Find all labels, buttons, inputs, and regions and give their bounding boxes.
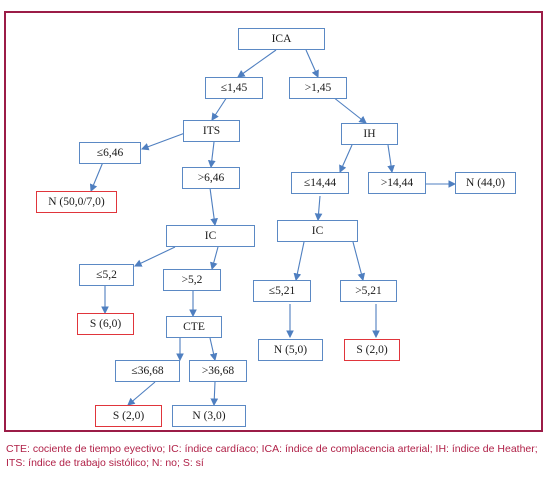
node-ih-gt-14-44: >14,44 <box>368 172 426 194</box>
edge-ic1-gt52 <box>210 246 219 271</box>
edge-gt3668-n3 <box>210 381 219 407</box>
leaf-n-50-7: N (50,0/7,0) <box>36 191 117 213</box>
node-ic-le-5-2: ≤5,2 <box>79 264 134 286</box>
node-ic-le-5-21: ≤5,21 <box>253 280 311 302</box>
node-ih-le-14-44: ≤14,44 <box>291 172 349 194</box>
node-its: ITS <box>183 120 240 142</box>
node-cte-gt-36-68: >36,68 <box>189 360 247 382</box>
edge-ic2-le521 <box>293 241 305 282</box>
edge-ih-gt1444 <box>387 144 395 174</box>
edge-le646-n5070 <box>89 161 104 193</box>
edge-its-gt646 <box>207 141 216 169</box>
leaf-n-44: N (44,0) <box>455 172 516 194</box>
node-ica: ICA <box>238 28 325 50</box>
node-ic-1: IC <box>166 225 255 247</box>
edge-le3668-s2a <box>127 381 156 406</box>
node-ic-gt-5-21: >5,21 <box>340 280 397 302</box>
edge-ih-le1444 <box>339 144 353 174</box>
node-ic-2: IC <box>277 220 358 242</box>
leaf-s-2-a: S (2,0) <box>95 405 162 427</box>
leaf-s-2-b: S (2,0) <box>344 339 400 361</box>
node-its-le-6-46: ≤6,46 <box>79 142 141 164</box>
node-ic-gt-5-2: >5,2 <box>163 269 221 291</box>
node-its-gt-6-46: >6,46 <box>182 167 240 189</box>
edge-ica-le145 <box>237 49 277 78</box>
edge-ica-gt145 <box>305 49 319 79</box>
node-cte-le-36-68: ≤36,68 <box>115 360 180 382</box>
node-cte: CTE <box>166 316 222 338</box>
figure-caption: CTE: cociente de tiempo eyectivo; IC: ín… <box>6 443 538 469</box>
edge-cte-gt3668 <box>209 337 218 362</box>
diagram-frame <box>4 11 543 432</box>
edge-gt646-ic1 <box>209 187 218 227</box>
edge-ic1-le52 <box>134 246 176 267</box>
edge-le1444-ic2 <box>314 195 323 222</box>
edge-gt145-ih <box>332 96 367 124</box>
node-ica-le-1-45: ≤1,45 <box>205 77 263 99</box>
leaf-n-3: N (3,0) <box>172 405 246 427</box>
leaf-s-6: S (6,0) <box>77 313 134 335</box>
node-ih: IH <box>341 123 398 145</box>
edge-le145-its <box>211 96 228 121</box>
edge-its-le646 <box>140 132 186 151</box>
edge-ic2-gt521 <box>352 241 366 282</box>
leaf-n-5: N (5,0) <box>258 339 323 361</box>
node-ica-gt-1-45: >1,45 <box>289 77 347 99</box>
